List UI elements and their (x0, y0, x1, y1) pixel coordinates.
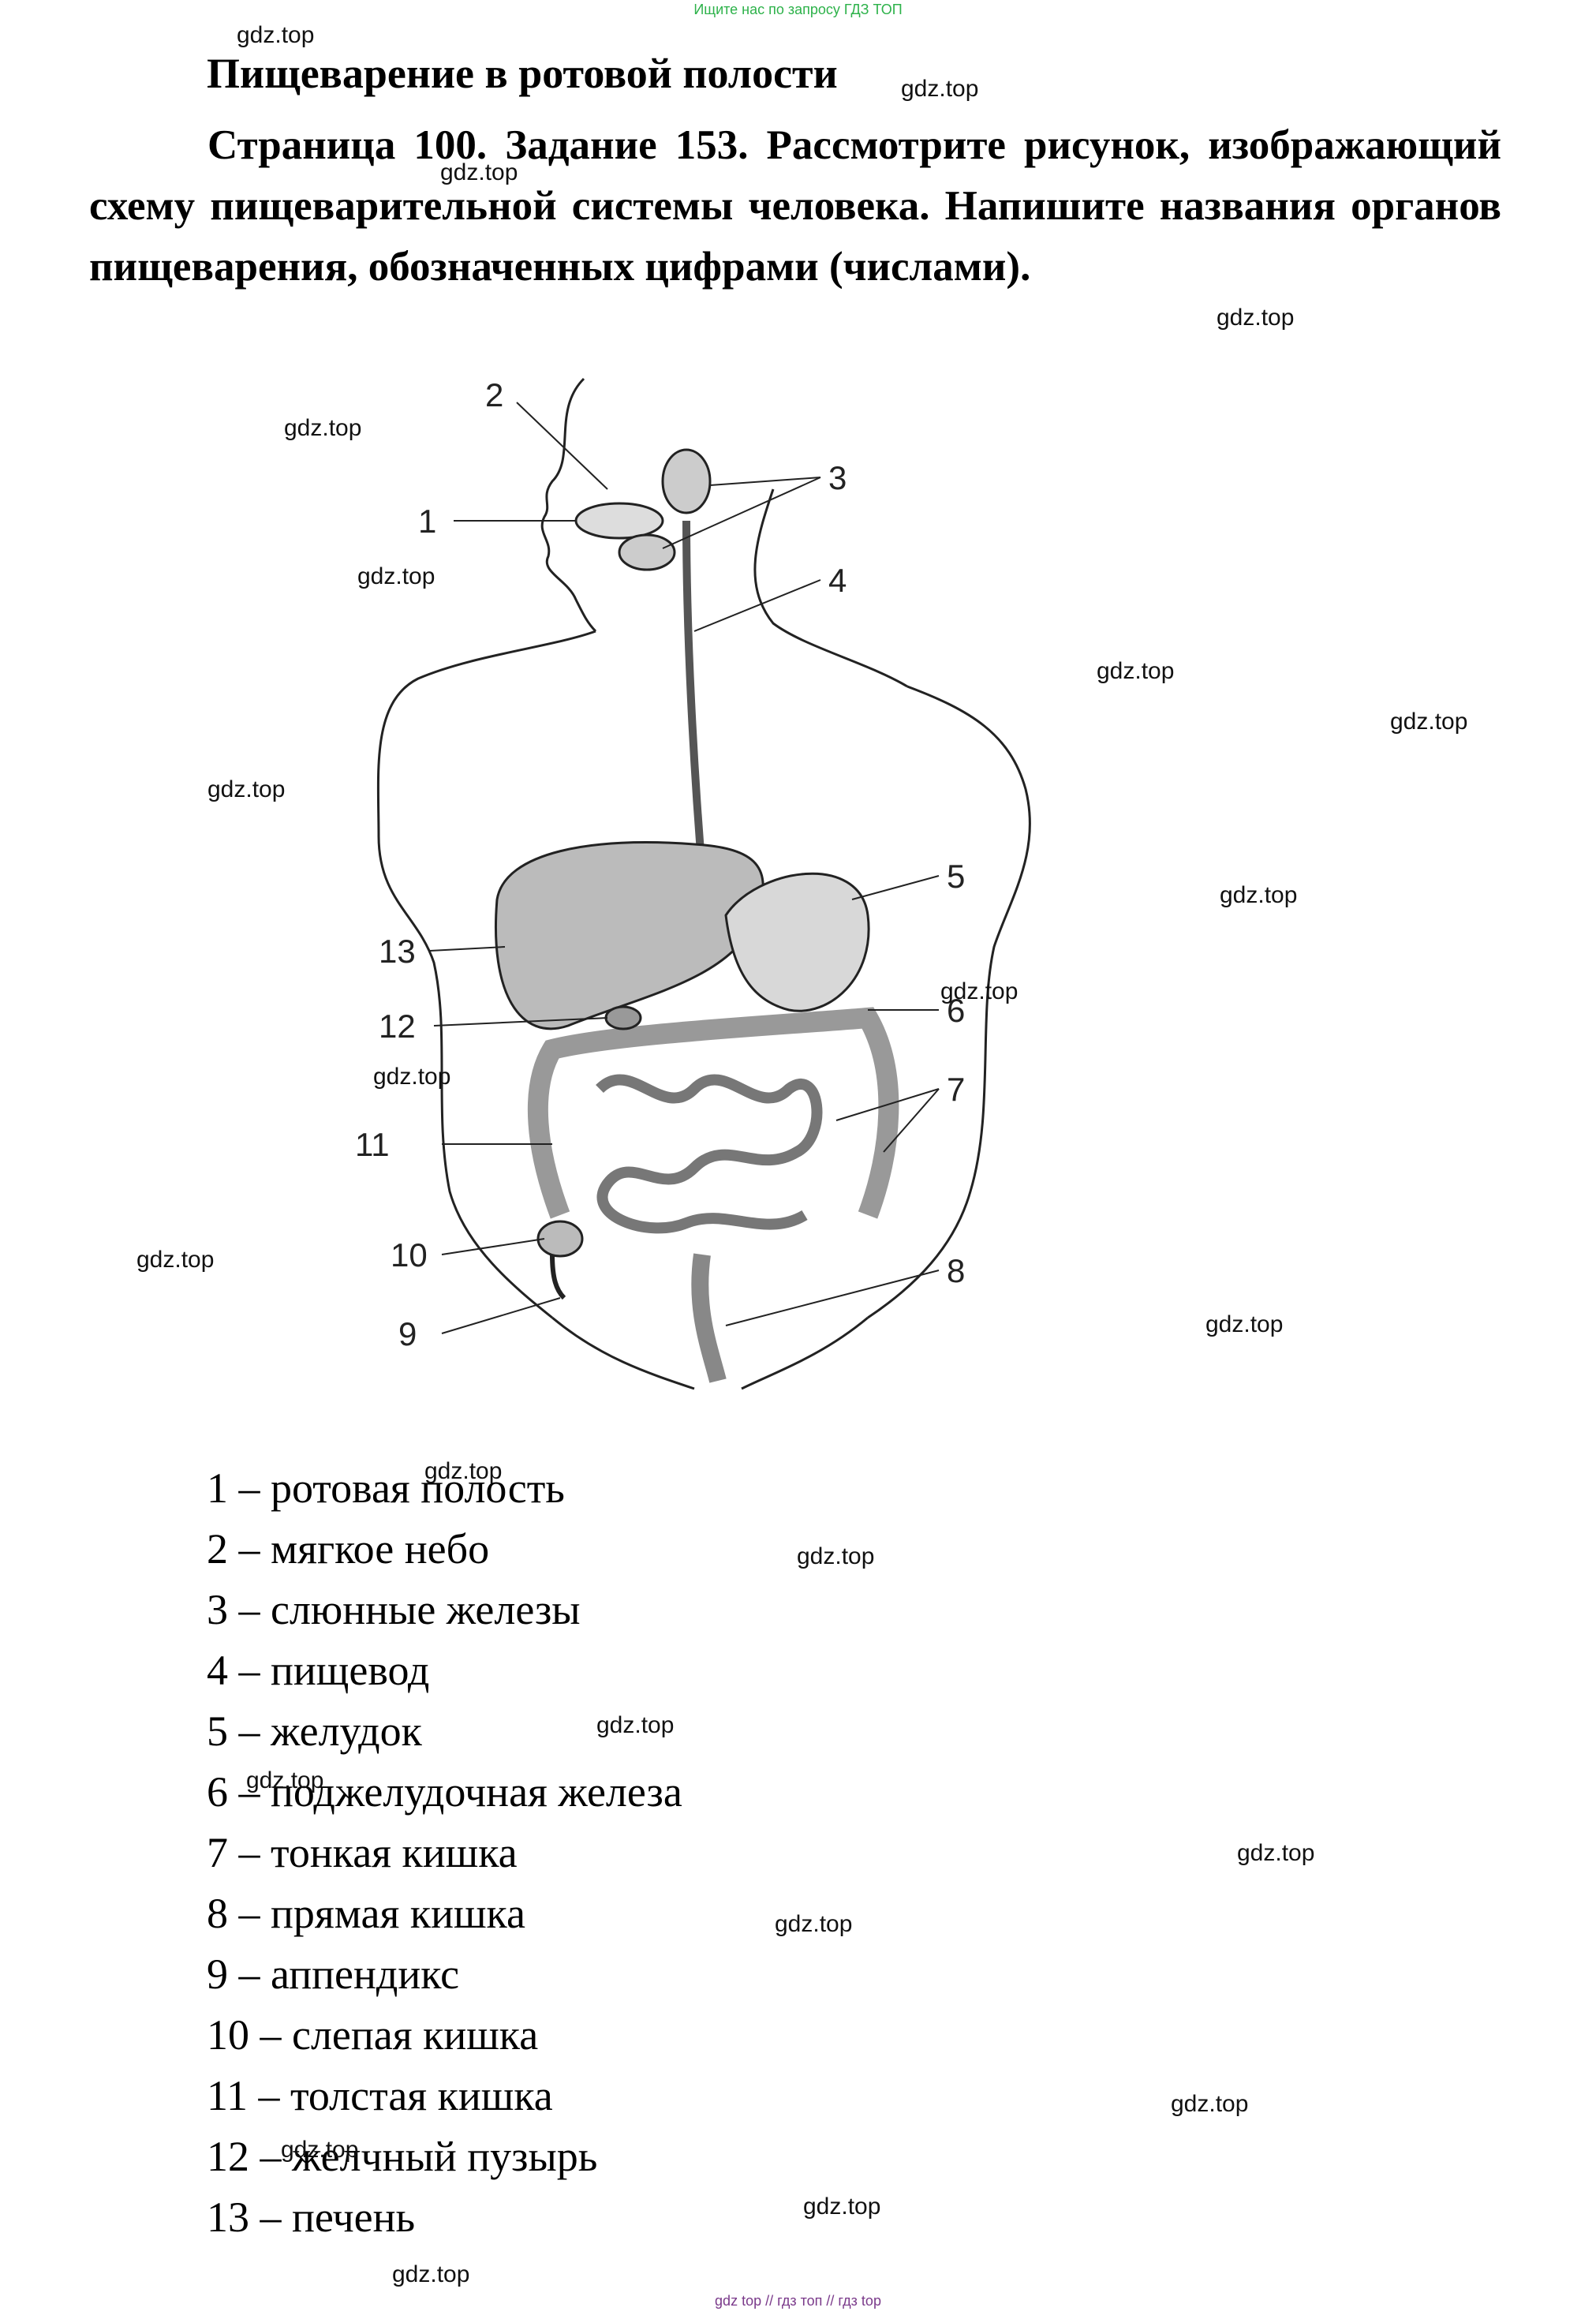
diagram-label-9: 9 (398, 1315, 417, 1352)
salivary-gland-upper (661, 448, 712, 514)
answers-list: 1 – ротовая полость 2 – мягкое небо 3 – … (207, 1458, 682, 2248)
oral-cavity (574, 502, 664, 540)
watermark: gdz.top (1097, 658, 1175, 684)
diagram-label-11: 11 (355, 1126, 390, 1163)
diagram-label-3: 3 (828, 459, 847, 496)
head-outline (540, 377, 597, 633)
watermark: gdz.top (237, 22, 315, 48)
answer-item: 10 – слепая кишка (207, 2011, 539, 2059)
diagram-label-2: 2 (485, 376, 503, 413)
diagram-label-10: 10 (391, 1236, 428, 1273)
answer-item: 6 – поджелудочная железа (207, 1768, 682, 1816)
torso-right (867, 685, 1031, 1319)
diagram-label-7: 7 (947, 1071, 965, 1108)
watermark: gdz.top (797, 1543, 875, 1569)
watermark: gdz.top (1205, 1311, 1284, 1337)
liver (495, 841, 764, 1030)
watermark: gdz.top (775, 1911, 853, 1937)
gallbladder (604, 1005, 642, 1030)
diagram-label-5: 5 (947, 858, 965, 895)
answer-item: 8 – прямая кишка (207, 1890, 525, 1937)
answer-item: 1 – ротовая полость (207, 1464, 565, 1512)
watermark: gdz.top (284, 415, 362, 441)
diagram-label-13: 13 (379, 933, 416, 970)
task-paragraph: Страница 100. Задание 153. Рассмотрите р… (89, 115, 1501, 297)
watermark: gdz.top (1220, 882, 1298, 908)
watermark: gdz.top (803, 2193, 881, 2220)
answer-item: 7 – тонкая кишка (207, 1829, 518, 1876)
header-note: Ищите нас по запросу ГДЗ ТОП (693, 2, 903, 17)
watermark: gdz.top (440, 159, 518, 185)
watermark: gdz.top (136, 1247, 215, 1273)
watermark: gdz.top (901, 76, 979, 102)
watermark: gdz.top (357, 563, 435, 589)
colon (527, 1007, 899, 1219)
watermark: gdz.top (940, 978, 1019, 1004)
task-text: Рассмотрите рисунок, изображающий схему … (89, 122, 1501, 290)
diagram-label-1: 1 (418, 503, 436, 540)
answer-item: 5 – желудок (207, 1707, 422, 1755)
watermark: gdz.top (373, 1064, 451, 1090)
torso-left (376, 630, 596, 1319)
small-intestine (596, 1074, 823, 1234)
cecum (536, 1220, 584, 1258)
watermark: gdz.top (424, 1458, 503, 1484)
digestive-system-diagram: 1 2 3 4 5 6 7 8 9 10 11 12 13 (355, 376, 1031, 1390)
watermark: gdz.top (392, 2261, 470, 2287)
answer-item: 2 – мягкое небо (207, 1525, 490, 1573)
answer-item: 9 – аппендикс (207, 1950, 460, 1998)
neck-right (753, 488, 908, 688)
answer-item: 11 – толстая кишка (207, 2072, 553, 2119)
appendix (550, 1254, 566, 1300)
answer-item: 4 – пищевод (207, 1647, 430, 1694)
answer-item: 13 – печень (207, 2193, 416, 2241)
diagram-label-12: 12 (379, 1008, 416, 1045)
pelvis-outline (551, 1316, 869, 1390)
diagram-label-4: 4 (828, 562, 847, 599)
watermark: gdz.top (207, 776, 286, 802)
watermark: gdz.top (1171, 2091, 1249, 2117)
task-label: Страница 100. Задание 153. (207, 122, 749, 168)
watermark: gdz.top (1217, 305, 1295, 331)
watermark: gdz.top (1237, 1840, 1315, 1866)
watermark: gdz.top (1390, 709, 1468, 735)
diagram-label-6: 6 (947, 992, 965, 1029)
watermark: gdz.top (281, 2137, 359, 2163)
stomach (724, 872, 870, 1012)
answer-item: 3 – слюнные железы (207, 1586, 581, 1633)
footer-note: gdz top // гдз топ // гдз top (715, 2293, 881, 2309)
salivary-gland-lower (618, 533, 676, 571)
watermark: gdz.top (596, 1712, 675, 1738)
diagram-label-8: 8 (947, 1252, 965, 1289)
page-title: Пищеварение в ротовой полости (207, 50, 838, 97)
rectum (691, 1253, 727, 1383)
answer-item: 12 – желчный пузырь (207, 2133, 598, 2180)
watermark: gdz.top (246, 1767, 324, 1793)
